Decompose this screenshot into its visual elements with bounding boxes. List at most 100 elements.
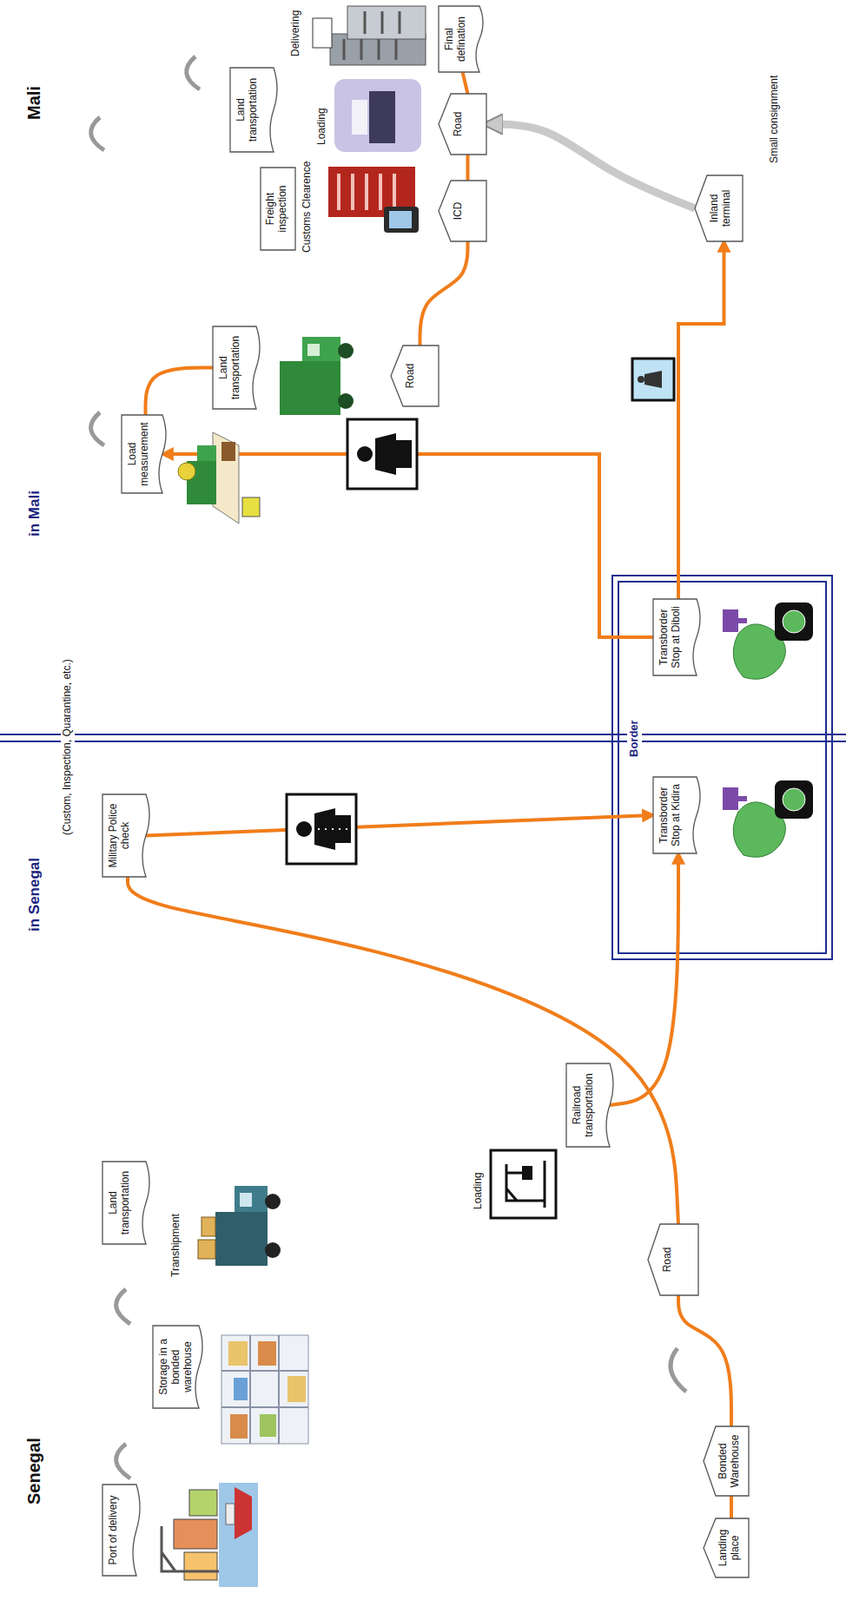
place-tag: Road	[647, 1224, 699, 1296]
transborder-icon	[722, 609, 739, 633]
transborder-icon	[722, 780, 813, 858]
loading-crane-icon	[490, 1150, 556, 1219]
node-text: Military Police check	[107, 799, 133, 873]
port-picture	[189, 1490, 218, 1517]
transhipment-truck	[239, 1193, 252, 1208]
country-title: Senegal	[24, 1438, 45, 1506]
transborder-icon	[782, 610, 806, 634]
step-banner: Port of delivery	[102, 1485, 144, 1577]
border-line	[0, 733, 846, 736]
step-banner: Land transportation	[230, 67, 281, 153]
border-line	[0, 734, 846, 742]
node-outline	[653, 599, 701, 676]
transhipment-truck	[201, 1217, 216, 1237]
step-banner: Storage in a bonded warehouse	[152, 1326, 206, 1409]
curl-arrow	[91, 56, 687, 1480]
warehouse-shelves	[259, 1414, 277, 1438]
node-text: Landing place	[717, 1522, 742, 1575]
warehouse-shelves	[233, 1378, 248, 1402]
node-outline	[152, 1326, 203, 1409]
step-label: Customs Clearence	[301, 161, 314, 253]
node-outline	[230, 67, 278, 153]
node-outline	[438, 180, 487, 242]
flow-line	[145, 815, 654, 837]
place-tag: Road	[390, 345, 439, 407]
load-scale-picture	[212, 432, 239, 524]
step-label: Loading	[316, 107, 329, 146]
final-building	[312, 6, 426, 66]
place-tag: Inland terminal	[694, 175, 743, 242]
curl-arrow	[116, 1289, 131, 1325]
node-outline	[653, 777, 701, 854]
port-picture	[218, 1483, 258, 1588]
consignment-arrow	[486, 124, 695, 209]
border-frame	[612, 575, 833, 960]
loading-photo	[351, 99, 368, 135]
police-officer-icon	[347, 419, 417, 490]
node-text: Inland terminal	[708, 178, 734, 238]
country-title: Mali	[24, 85, 45, 120]
police-officer-icon	[375, 433, 412, 476]
node-text: Load measurement	[126, 419, 152, 490]
loading-crane-icon	[506, 1161, 545, 1209]
transhipment-truck	[234, 1186, 268, 1213]
port-picture	[184, 1553, 218, 1581]
transhipment-truck	[215, 1212, 268, 1267]
police-officer-icon	[296, 821, 312, 838]
node-text: Bonded Warehouse	[717, 1430, 742, 1494]
step-label: Delivering	[290, 10, 303, 57]
inland-terminal-icon	[632, 358, 675, 401]
node-outline	[102, 794, 150, 878]
load-scale-picture	[242, 497, 260, 517]
police-officer-icon	[347, 419, 417, 490]
transborder-icon	[738, 618, 747, 624]
transhipment-truck	[198, 1240, 216, 1260]
border-label: Border	[627, 717, 642, 761]
step-banner: Land transportation	[102, 1162, 153, 1245]
flow-line	[145, 368, 214, 417]
icd-building	[328, 166, 419, 233]
place-tag: Bonded Warehouse	[703, 1427, 749, 1497]
node-text: Transborder Stop at Diboli	[658, 603, 683, 672]
step-banner: Load measurement	[121, 415, 170, 494]
transborder-icon	[774, 780, 813, 820]
flow-line	[678, 241, 725, 600]
loading-crane-icon	[522, 1166, 533, 1181]
mali-truck	[337, 343, 354, 359]
node-outline	[703, 1519, 749, 1579]
loading-crane-icon	[490, 1150, 556, 1219]
step-banner: Military Police check	[102, 794, 153, 878]
port-picture	[161, 1483, 258, 1588]
loading-photo	[334, 79, 422, 153]
mali-truck	[279, 337, 354, 416]
final-building	[347, 6, 426, 40]
region-title: in Senegal	[26, 858, 44, 932]
node-text: Road	[452, 97, 465, 152]
load-scale-picture	[178, 432, 260, 524]
step-banner: Transborder Stop at Kidira	[653, 777, 704, 854]
node-outline	[212, 326, 260, 410]
flow-line	[420, 241, 469, 346]
process-box: Freight inspection	[260, 167, 296, 251]
node-text: Transborder Stop at Kidira	[658, 781, 683, 850]
transborder-icon	[738, 796, 747, 802]
mali-truck	[279, 361, 341, 416]
port-picture	[225, 1504, 235, 1526]
region-title: in Mali	[26, 490, 44, 537]
icd-building	[338, 173, 395, 211]
mali-truck	[307, 343, 320, 357]
flow-line	[609, 853, 679, 1106]
place-tag: ICD	[438, 180, 487, 242]
transborder-icon	[782, 788, 806, 812]
node-text: Railroad transportation	[571, 1068, 596, 1144]
curl-arrow	[670, 1348, 687, 1393]
node-outline	[438, 93, 487, 155]
node-outline	[694, 175, 743, 242]
police-officer-icon	[317, 828, 348, 831]
warehouse-shelves	[228, 1341, 248, 1367]
icd-building	[383, 206, 419, 233]
node-outline	[438, 6, 483, 73]
step-label: Loading	[472, 1172, 485, 1210]
police-officer-icon	[356, 446, 373, 463]
loading-photo	[334, 79, 422, 153]
